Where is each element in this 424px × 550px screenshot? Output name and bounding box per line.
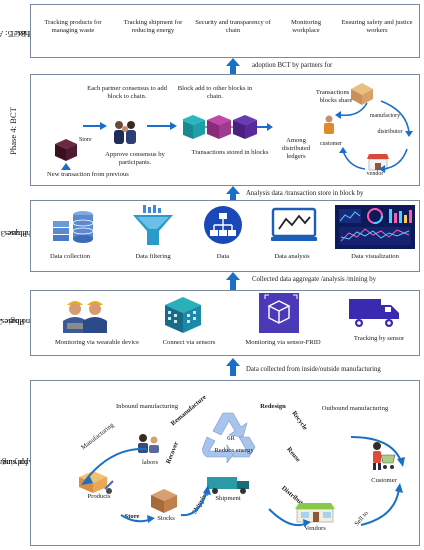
six-r-label: 6R [227, 435, 235, 442]
reduce-energy-label: Reduce energy [214, 447, 254, 454]
connector-34: Analysis data /transaction store in bloc… [246, 190, 364, 197]
phase4-panel: Store Each partner consensus to add bloc… [30, 74, 420, 186]
labors-label: labors [141, 459, 159, 466]
participants-icon [105, 119, 145, 147]
new-transaction-label: New transaction from previous [47, 171, 129, 178]
stocks-label: Stocks [157, 515, 175, 522]
phase5-item-waste: Tracking products for managing waste [44, 19, 102, 34]
manufactory-icon [349, 81, 375, 107]
phase1-panel: Inbound manufacturing Outbound manufactu… [30, 380, 420, 546]
customer-icon [321, 115, 337, 135]
phase4-label: Phase 4: BCT [8, 107, 18, 155]
data-collection-label: Data collection [49, 253, 91, 260]
data-label: Data [216, 253, 230, 260]
vendors-label: Vendors [304, 525, 326, 532]
rfid-sensor-icon [259, 293, 299, 333]
customer-label: Customer [371, 477, 397, 484]
arrow-up-icon [226, 58, 240, 76]
manufactory-label: manufactory [369, 113, 401, 119]
partner-consensus-label: Each partner consensus to add block to c… [87, 85, 167, 100]
data-visualization-label: Data visualization [351, 253, 399, 260]
phase5-item-security: Security and transparency of chain [195, 19, 271, 34]
customer-cart-icon [367, 441, 397, 471]
store-label: Store [79, 137, 92, 143]
vendors-icon [295, 501, 335, 523]
phase5-panel: Tracking products for managing waste Tra… [30, 4, 420, 58]
arrow-up-icon [226, 186, 240, 204]
phase5-item-safety: Ensuring safety and justice workers [341, 19, 413, 34]
products-label: Products [87, 493, 111, 500]
connector-23: Collected data aggregate /analysis /mini… [252, 276, 377, 283]
phase5-label: Phase 5: Adoptionof BCT [0, 29, 37, 39]
sensor-building-icon [161, 295, 205, 335]
data-hierarchy-icon [203, 205, 243, 245]
data-analysis-icon [271, 207, 317, 243]
data-collection-icon [53, 207, 95, 245]
approve-label: Approve consensus by participants. [105, 151, 165, 166]
outbound-cycle-arrows-icon [251, 427, 419, 539]
sensor-rfid-label: Monitoring via sensor-FRID [245, 339, 321, 346]
stored-blocks-label: Transactions stored in blocks [191, 149, 269, 156]
block-cube-icon [53, 137, 79, 163]
connector-12: Data collected from inside/outside manuf… [246, 366, 381, 373]
phase2-panel: Monitoring via wearable device Connect v… [30, 290, 420, 356]
outbound-label: Outbound manufacturing [321, 405, 389, 412]
arrow-right-icon [147, 121, 177, 131]
wearable-device-label: Monitoring via wearable device [54, 339, 140, 346]
data-analysis-label: Data analysis [274, 253, 310, 260]
arrow-up-icon [226, 272, 240, 290]
among-ledgers-label: Among distributed ledgers [281, 137, 311, 160]
inbound-label: Inbound manufacturing [115, 403, 179, 410]
blocks-share-label: Transactions in blocks share [315, 89, 357, 104]
truck-icon [349, 297, 399, 329]
phase3-label: Phase 3: BDAtechniques [0, 229, 42, 239]
block-add-label: Block add to other blocks in chain. [177, 85, 253, 100]
tracking-sensor-label: Tracking by sensor [353, 335, 405, 342]
phase5-item-energy: Tracking shipment for reducing energy [123, 19, 183, 34]
inbound-cycle-arrows-icon [51, 419, 211, 539]
arrow-up-icon [61, 163, 71, 171]
phase5-item-monitoring: Monitoring workplace [290, 19, 322, 34]
phase2-label: Phase 2: IoTtechnologies [0, 317, 45, 327]
blockchain-icon [183, 111, 273, 143]
vendor-label: vendor [366, 171, 384, 177]
phase3-panel: Data collection Data filtering Data Data… [30, 200, 420, 272]
arrow-up-icon [226, 358, 240, 376]
distributor-label: distributor [377, 129, 403, 135]
arrow-right-icon [83, 121, 107, 131]
wearable-workers-icon [61, 295, 109, 335]
store-label: Store [124, 513, 140, 520]
data-filter-icon [131, 205, 175, 247]
stocks-icon [149, 487, 179, 515]
connect-sensors-label: Connect via sensors [162, 339, 216, 346]
connector-45: adoption BCT by partners for [252, 62, 333, 69]
redesign-label: Redesign [260, 403, 286, 410]
data-visualization-icon [335, 205, 415, 249]
data-filtering-label: Data filtering [135, 253, 171, 260]
vendor-icon [367, 153, 389, 171]
customer-label: customer [320, 141, 342, 147]
shipment-truck-icon [207, 475, 253, 495]
cycle-arrows-icon [329, 97, 415, 181]
phase1-label: Phase 1: Applying 6R in lifecycle ofmanu… [0, 458, 81, 468]
shipment-label: Shipment [215, 495, 241, 502]
recycle-icon [199, 407, 263, 463]
